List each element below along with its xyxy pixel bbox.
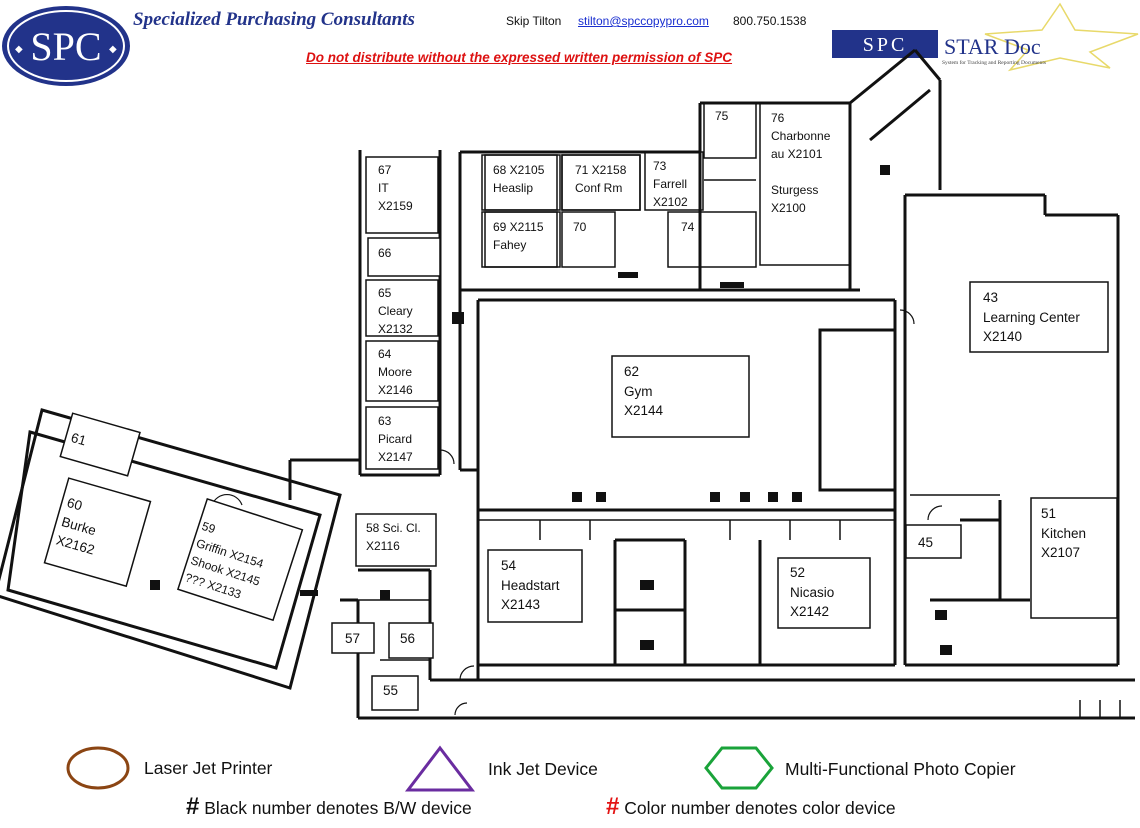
room-69-label: 69 X2115 Fahey [493, 220, 544, 252]
legend-color-note: # Color number denotes color device [606, 793, 896, 821]
room-70-label: 70 [573, 220, 587, 234]
room-63-label: 63 Picard X2147 [378, 414, 413, 464]
room-45-label: 45 [918, 535, 934, 550]
stardoc-tagline: System for Tracking and Reporting Docume… [942, 59, 1046, 66]
distribution-warning: Do not distribute without the expressed … [306, 50, 733, 65]
contact-phone: 800.750.1538 [733, 14, 807, 28]
room-76-label: 76 Charbonne au X2101 Sturgess X2100 [771, 111, 831, 215]
room-75-label: 75 [715, 109, 729, 123]
legend-bw-note: # Black number denotes B/W device [186, 793, 472, 821]
spc-logo: SPC ◆ ◆ [2, 6, 130, 86]
room-55-label: 55 [383, 683, 399, 698]
svg-text:◆: ◆ [15, 44, 23, 55]
room-52-label: 52 Nicasio X2142 [790, 565, 835, 620]
legend-inkjet: Ink Jet Device [488, 759, 598, 779]
room-67-label: 67 IT X2159 [378, 163, 413, 213]
room-56-label: 56 [400, 631, 416, 646]
room-71-label: 71 X2158 Conf Rm [575, 163, 627, 195]
contact-email-link[interactable]: stilton@spccopypro.com [578, 14, 709, 28]
room-68-label: 68 X2105 Heaslip [493, 163, 545, 195]
room-64-label: 64 Moore X2146 [378, 347, 413, 397]
color-hash-symbol: # [606, 793, 620, 820]
bw-hash-symbol: # [186, 793, 200, 820]
company-name: Specialized Purchasing Consultants [133, 9, 415, 30]
svg-text:◆: ◆ [109, 44, 117, 55]
room-62-label: 62 Gym X2144 [624, 364, 664, 419]
stardoc-spc-text: SPC [863, 34, 908, 56]
room-54-label: 54 Headstart X2143 [501, 558, 560, 613]
room-58-label: 58 Sci. Cl. X2116 [366, 521, 421, 553]
room-51-label: 51 Kitchen X2107 [1041, 506, 1087, 561]
contact-name: Skip Tilton [506, 14, 562, 28]
color-note-text: Color number denotes color device [624, 798, 896, 818]
stardoc-logo: SPC STAR Doc System for Tracking and Rep… [832, 2, 1139, 72]
room-74-label: 74 [681, 220, 695, 234]
room-73-label: 73 Farrell X2102 [653, 159, 688, 209]
room-43-label: 43 Learning Center X2140 [983, 290, 1080, 345]
room-57-label: 57 [345, 631, 361, 646]
room-65-label: 65 Cleary X2132 [378, 286, 413, 336]
legend-mfp: Multi-Functional Photo Copier [785, 759, 1016, 779]
stardoc-title: STAR Doc [944, 34, 1041, 59]
spc-logo-text: SPC [30, 24, 101, 69]
legend-laser: Laser Jet Printer [144, 758, 273, 778]
bw-note-text: Black number denotes B/W device [204, 798, 472, 818]
room-66-label: 66 [378, 246, 392, 260]
